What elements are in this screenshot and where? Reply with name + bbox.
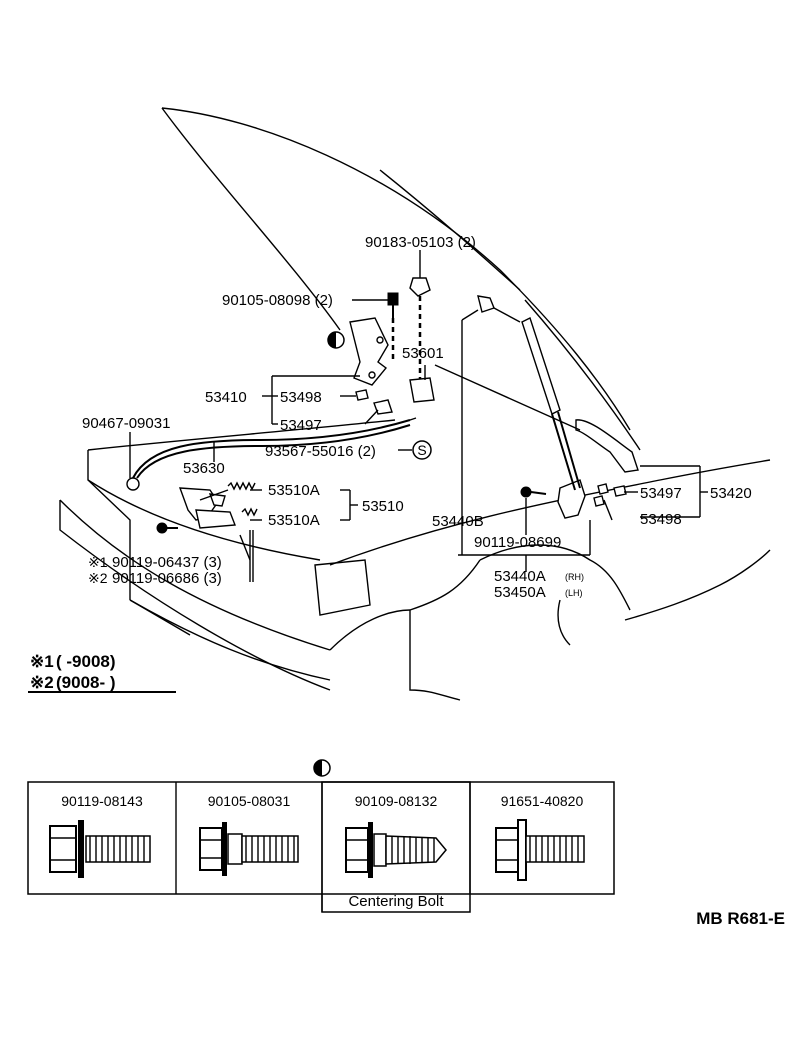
- half-moon-icon: [327, 331, 345, 349]
- callout-90105-08098: 90105-08098 (2): [222, 292, 333, 309]
- bolt-part-number: 91651-40820: [501, 793, 584, 809]
- callout-53498: 53498: [280, 389, 322, 406]
- callout-90119-06437: 90119-06437 (3): [112, 554, 222, 571]
- half-moon-icon: [313, 759, 331, 777]
- bolt-part-number: 90109-08132: [355, 793, 438, 809]
- bolt-cell: 90105-08031: [199, 793, 299, 876]
- callout-53497-right: 53497: [640, 485, 682, 502]
- callout-53510A-lower: 53510A: [268, 512, 320, 529]
- legend-notes: ※1 ( -9008) ※2 (9008- ): [28, 652, 176, 693]
- s-symbol-icon: S: [412, 440, 432, 460]
- callout-rh: (RH): [565, 572, 584, 582]
- callout-90119-06686: 90119-06686 (3): [112, 570, 222, 587]
- svg-text:S: S: [417, 442, 426, 458]
- note-2-text: (9008- ): [56, 673, 116, 692]
- callout-53498-right: 53498: [640, 511, 682, 528]
- callout-93567-55016: 93567-55016 (2): [265, 443, 376, 460]
- leader-lines: [129, 250, 708, 582]
- parts-drawings: [126, 277, 639, 555]
- callout-53497: 53497: [280, 417, 322, 434]
- callout-90119-08699: 90119-08699: [474, 534, 561, 551]
- washer-bolt-icon: [495, 819, 585, 881]
- callout-53440A: 53440A: [494, 568, 546, 585]
- callout-53410: 53410: [205, 389, 247, 406]
- callout-53510: 53510: [362, 498, 404, 515]
- bolt-cell: 90119-08143: [49, 793, 151, 878]
- mark-1: ※1: [88, 554, 108, 570]
- callout-53450A: 53450A: [494, 584, 546, 601]
- bolt-cell: 90109-08132 Centering Bolt: [345, 793, 447, 910]
- centering-bolt-caption: Centering Bolt: [348, 893, 444, 910]
- callout-53420: 53420: [710, 485, 752, 502]
- callout-53510A-upper: 53510A: [268, 482, 320, 499]
- bolt-table: 90119-08143 90105-08031 90109-0: [27, 781, 615, 913]
- callout-53440B: 53440B: [432, 513, 484, 530]
- drawing-code: MB R681-E: [696, 909, 785, 928]
- hex-bolt-icon: [199, 822, 299, 876]
- callout-53601: 53601: [402, 345, 444, 362]
- callout-90467-09031: 90467-09031: [82, 415, 170, 432]
- note-2-mark: ※2: [30, 673, 54, 692]
- body-outline: [59, 107, 771, 701]
- bolt-cell: 91651-40820: [495, 793, 585, 881]
- callout-53630: 53630: [183, 460, 225, 477]
- note-1-mark: ※1: [30, 652, 54, 671]
- callout-lh: (LH): [565, 588, 583, 598]
- flange-bolt-icon: [49, 820, 151, 878]
- callout-labels: 90183-05103 (2) 90105-08098 (2) 53601 53…: [82, 234, 752, 601]
- bolt-part-number: 90119-08143: [61, 793, 143, 809]
- bolt-part-number: 90105-08031: [208, 793, 291, 809]
- callout-90183-05103: 90183-05103 (2): [365, 234, 476, 251]
- mark-2: ※2: [88, 570, 108, 586]
- note-1-text: ( -9008): [56, 652, 116, 671]
- centering-bolt-icon: [345, 822, 447, 878]
